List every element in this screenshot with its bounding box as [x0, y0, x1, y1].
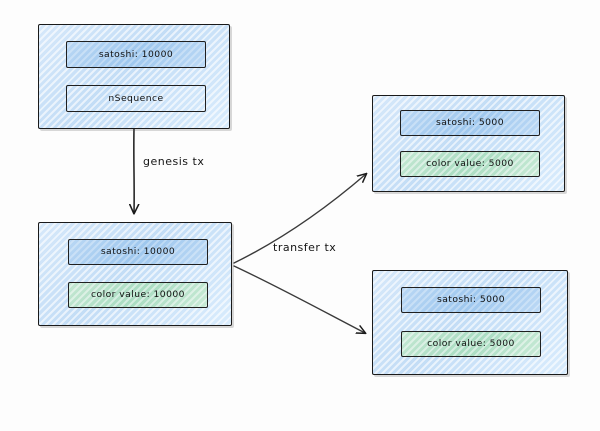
field-color-value[interactable]: color value: 10000 — [68, 282, 208, 308]
field-satoshi-label: satoshi: 5000 — [435, 117, 505, 128]
field-color-value[interactable]: color value: 5000 — [400, 151, 540, 177]
field-satoshi-label: satoshi: 5000 — [436, 294, 506, 305]
edge-label-transfer-tx: transfer tx — [273, 241, 337, 254]
field-satoshi[interactable]: satoshi: 10000 — [68, 239, 208, 265]
edge-transfer-tx-arrow-bottom — [233, 265, 365, 333]
field-color-value[interactable]: color value: 5000 — [401, 331, 541, 357]
field-color-value-label: color value: 5000 — [427, 338, 515, 349]
node-transfer-output-bottom[interactable]: satoshi: 5000 color value: 5000 — [372, 270, 568, 375]
node-genesis-input[interactable]: satoshi: 10000 nSequence — [38, 24, 230, 129]
edge-transfer-tx-arrow-top — [233, 174, 366, 264]
edge-label-genesis-tx: genesis tx — [143, 155, 205, 168]
field-satoshi[interactable]: satoshi: 5000 — [401, 287, 541, 313]
field-satoshi-label: satoshi: 10000 — [100, 246, 176, 257]
field-satoshi[interactable]: satoshi: 10000 — [66, 41, 206, 68]
field-nsequence[interactable]: nSequence — [66, 85, 206, 112]
field-satoshi[interactable]: satoshi: 5000 — [400, 110, 540, 136]
field-color-value-label: color value: 10000 — [91, 289, 185, 300]
field-satoshi-label: satoshi: 10000 — [98, 48, 174, 60]
field-color-value-label: color value: 5000 — [426, 158, 514, 169]
node-genesis-output[interactable]: satoshi: 10000 color value: 10000 — [38, 222, 232, 326]
field-nsequence-label: nSequence — [108, 92, 164, 104]
node-transfer-output-top[interactable]: satoshi: 5000 color value: 5000 — [372, 95, 565, 192]
